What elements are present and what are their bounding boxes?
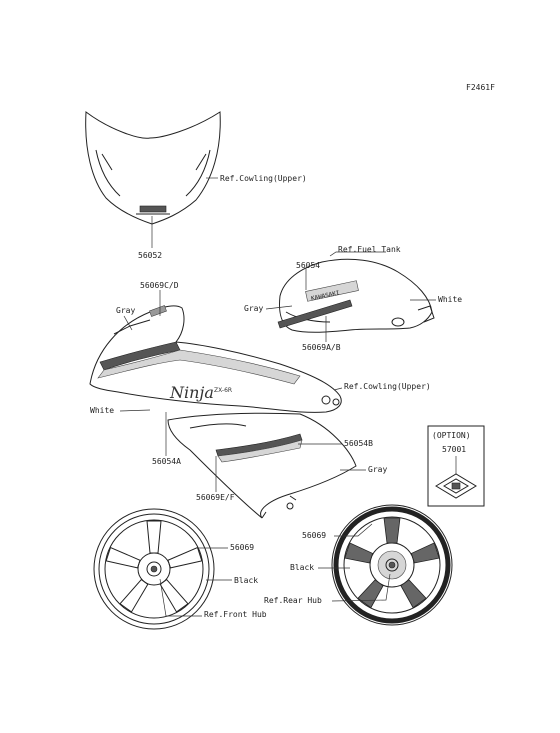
ref-rear-hub-label: Ref.Rear Hub xyxy=(264,596,322,605)
ref-cowling-upper-mid-label: Ref.Cowling(Upper) xyxy=(344,382,431,391)
model-logo: ZX-6R xyxy=(214,387,232,394)
tank-white-label: White xyxy=(438,295,462,304)
windshield-drawing xyxy=(85,111,221,225)
rear-56069-leader xyxy=(334,523,373,537)
option-title: (OPTION) xyxy=(432,431,471,440)
front-black-label: Black xyxy=(234,576,258,585)
tank-gray-leader xyxy=(265,305,293,310)
part-56069cd-label: 56069C/D xyxy=(140,281,179,290)
part-56054-label: 56054 xyxy=(296,261,320,270)
ref-cowling-upper-mid-leader xyxy=(333,387,343,391)
rear-wheel-part-label: 56069 xyxy=(302,531,326,540)
rear-hub-leader xyxy=(331,573,391,602)
front-wheel-drawing xyxy=(93,508,215,630)
part-56054b-label: 56054B xyxy=(344,439,373,448)
front-wheel-part-label: 56069 xyxy=(230,543,254,552)
figure-code: F2461F xyxy=(466,83,495,92)
rear-black-label: Black xyxy=(290,563,314,572)
part-56052-label: 56052 xyxy=(138,251,162,260)
cowl-gray-label: Gray xyxy=(116,306,135,315)
part-56054a-label: 56054A xyxy=(152,457,181,466)
lower-cowling-drawing xyxy=(167,412,357,519)
lower-gray-label: Gray xyxy=(368,465,387,474)
part-56069ab-label: 56069A/B xyxy=(302,343,341,352)
fuel-tank-ref-leader xyxy=(329,251,386,257)
fairing-drawing: Ninja ZX-6R xyxy=(89,305,342,413)
ref-cowling-upper-top-label: Ref.Cowling(Upper) xyxy=(220,174,307,183)
ref-front-hub-label: Ref.Front Hub xyxy=(204,610,267,619)
front-hub-leader xyxy=(159,578,202,617)
rear-wheel-drawing xyxy=(331,504,453,626)
cowl-gray-leader xyxy=(123,315,133,331)
cowl-white-label: White xyxy=(90,406,114,415)
ninja-logo-script: Ninja xyxy=(169,383,214,402)
ref-fuel-tank-label: Ref.Fuel Tank xyxy=(338,245,401,254)
tank-gray-label: Gray xyxy=(244,304,263,313)
cowl-white-leader xyxy=(119,409,151,412)
part-57001-label: 57001 xyxy=(442,445,466,454)
fuel-tank-drawing: KAWASAKI xyxy=(277,258,435,333)
part-56069ef-label: 56069E/F xyxy=(196,493,235,502)
option-box: (OPTION) 57001 xyxy=(427,425,485,507)
